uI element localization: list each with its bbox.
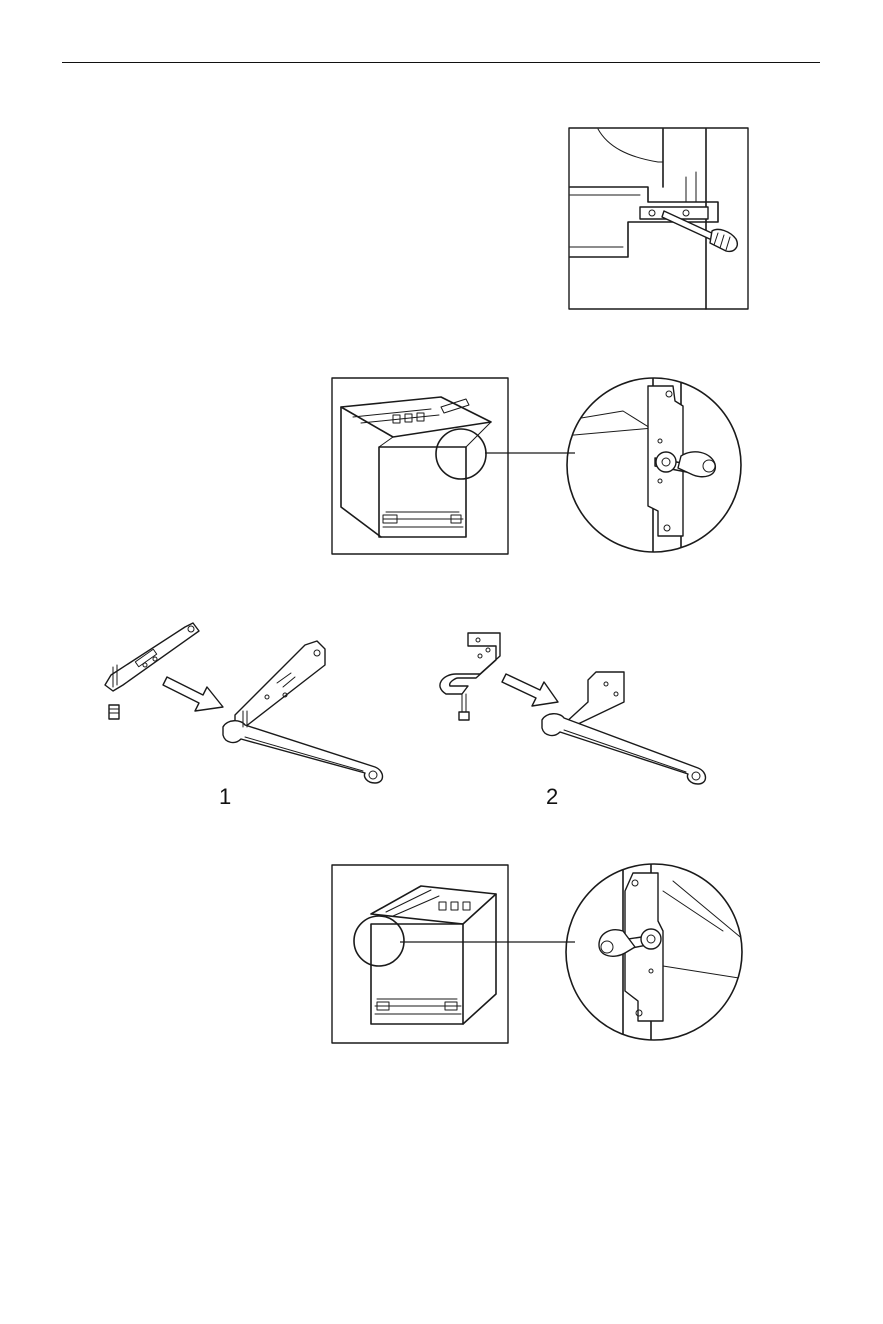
- step-2-illustration: [428, 628, 718, 788]
- hinge-screwdriver-figure: [568, 127, 750, 311]
- header-rule: [62, 62, 820, 63]
- callout-line-bottom: [400, 930, 580, 960]
- hinge-zoom-bottom: [563, 861, 745, 1043]
- hinge-zoom-top: [563, 376, 745, 554]
- step-1-illustration: [95, 615, 395, 790]
- step-label-2: 2: [546, 786, 558, 808]
- step-label-1: 1: [219, 786, 231, 808]
